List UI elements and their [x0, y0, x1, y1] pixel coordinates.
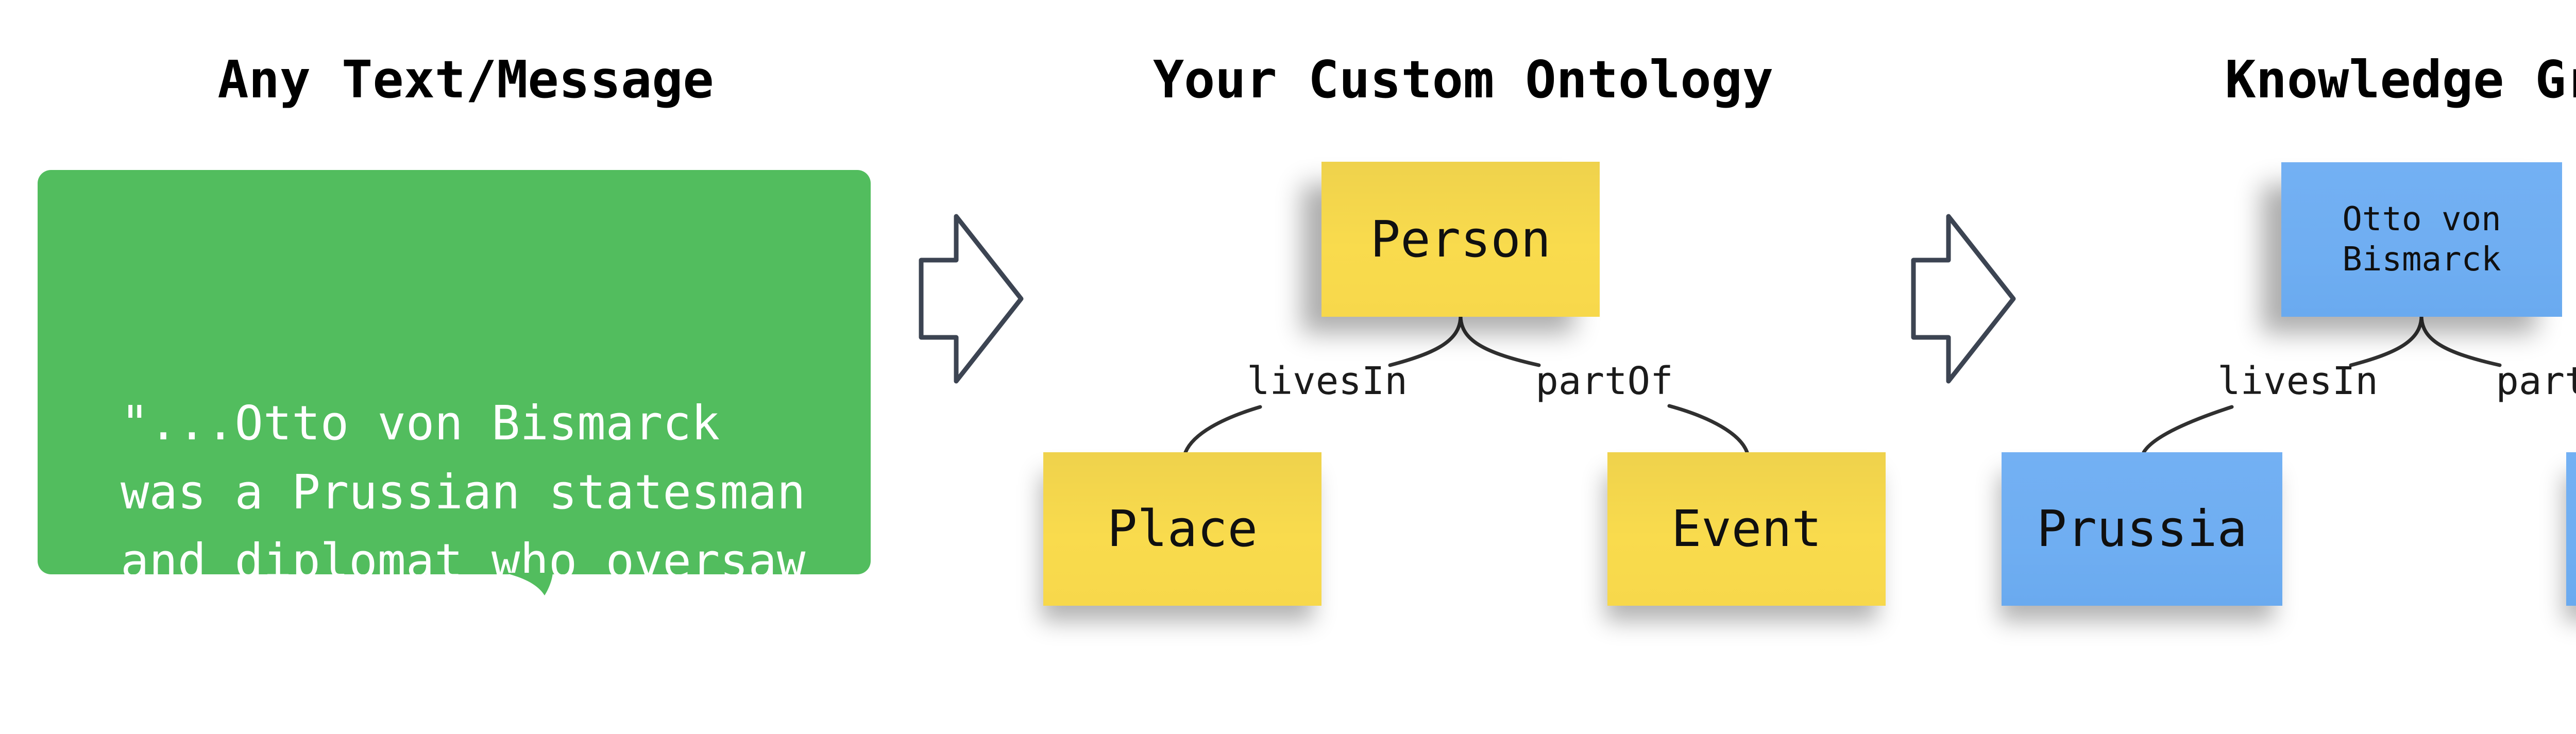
message-line: "...Otto von Bismarck [121, 396, 720, 451]
message-text: "...Otto von Bismarck was a Prussian sta… [121, 389, 873, 734]
message-line: the unification of [121, 603, 634, 658]
section-title-custom-ontology: Your Custom Ontology [1153, 49, 1774, 110]
arrow-right-icon [1911, 214, 2016, 384]
ontology-edge-person-partof [1459, 314, 1541, 367]
flow-arrow-icon [1911, 214, 2016, 384]
page: { "titles": { "left": "Any Text/Message"… [38, 49, 2576, 727]
section-title-any-text: Any Text/Message [217, 49, 714, 110]
note-label: Place [1107, 500, 1258, 558]
note-label-line: Bismarck [2342, 241, 2501, 279]
ontology-node-place: Place [1043, 452, 1321, 606]
note-label: Person [1370, 210, 1551, 268]
speech-bubble: "...Otto von Bismarck was a Prussian sta… [38, 170, 871, 727]
edge-label-livesin: livesIn [2217, 359, 2378, 403]
speech-bubble-tail [504, 573, 553, 595]
arrow-right-icon [919, 214, 1024, 384]
ontology-edge-partof-event [1667, 404, 1749, 454]
ontology-edge-livesin-place [1183, 405, 1262, 454]
kg-node-prussia: Prussia [2002, 452, 2282, 606]
message-line: Germany..." [121, 672, 435, 727]
note-label: Event [1671, 500, 1822, 558]
note-label-line: Otto von [2342, 200, 2501, 238]
section-title-knowledge-graph: Knowledge Graph [2225, 49, 2576, 110]
kg-edge-livesin-prussia [2142, 405, 2234, 454]
message-line: was a Prussian statesman [121, 465, 806, 520]
speech-bubble-tail-shape [504, 573, 553, 595]
edge-label-livesin: livesIn [1247, 359, 1408, 403]
kg-node-otto-von-bismarck: Otto von Bismarck [2281, 162, 2562, 317]
edge-label-partof: partOf [2496, 359, 2576, 403]
ontology-node-event: Event [1607, 452, 1886, 606]
note-label: Prussia [2037, 500, 2247, 558]
kg-edge-otto-partof [2419, 314, 2502, 367]
ontology-edge-person-livesin [1388, 314, 1463, 367]
kg-node-german-unification: German unification [2566, 452, 2576, 606]
edge-label-partof: partOf [1535, 359, 1673, 403]
kg-edge-otto-livesin [2349, 314, 2424, 367]
ontology-node-person: Person [1321, 162, 1600, 317]
flow-arrow-icon [919, 214, 1024, 384]
message-line: and diplomat who oversaw [121, 534, 806, 589]
